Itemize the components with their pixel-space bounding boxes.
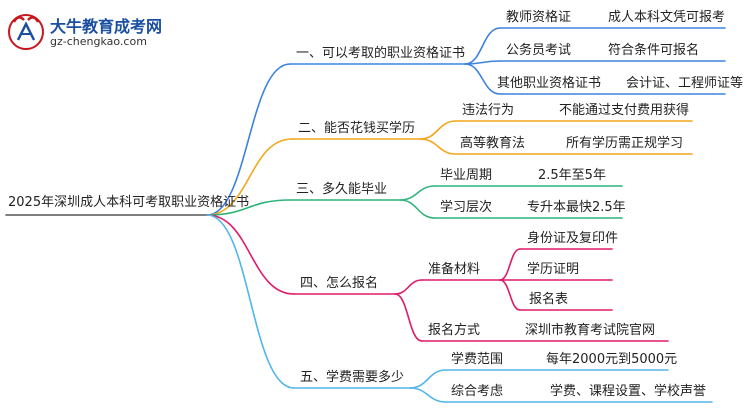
branch-2-label: 二、能否花钱买学历 — [298, 121, 416, 136]
logo-url: gz-chengkao.com — [50, 35, 147, 48]
branch-4-item-1-detail-3-connector — [499, 279, 521, 311]
branch-5-connector — [206, 214, 295, 389]
branch-4-item-1: 准备材料 — [428, 262, 481, 277]
branch-4-item-1-detail-1: 身份证及复印件 — [527, 231, 619, 246]
branch-4-connector — [206, 214, 295, 295]
bull-logo-icon — [8, 14, 44, 50]
branch-1-item-3-detail: 会计证、工程师证等 — [626, 76, 744, 91]
branch-1-item-2: 公务员考试 — [506, 43, 572, 58]
branch-2-item-2-connector — [419, 138, 457, 155]
branch-1-item-1-detail: 成人本科文凭可报考 — [608, 10, 726, 25]
root-topic: 2025年深圳成人本科可考取职业资格证书 — [8, 195, 250, 210]
branch-5-item-2: 综合考虑 — [451, 384, 504, 399]
branch-2-item-1-detail: 不能通过支付费用获得 — [559, 103, 690, 118]
branch-3-connector — [206, 199, 291, 216]
branch-2-connector — [206, 138, 293, 216]
branch-2-item-2: 高等教育法 — [460, 136, 526, 151]
branch-5-item-2-connector — [409, 387, 447, 403]
branch-1-item-3-connector — [464, 63, 501, 95]
logo-title: 大牛教育成考网 — [50, 17, 163, 36]
branch-1-item-2-detail: 符合条件可报名 — [608, 43, 700, 58]
branch-5-item-1: 学费范围 — [451, 352, 504, 367]
branch-3-item-1-detail: 2.5年至5年 — [538, 168, 606, 183]
branch-5-label: 五、学费需要多少 — [300, 370, 405, 385]
branch-4-item-2: 报名方式 — [428, 323, 481, 338]
site-logo: 大牛教育成考网 gz-chengkao.com — [6, 10, 216, 56]
branch-4-item-1-connector — [394, 279, 423, 295]
branch-3-item-1: 毕业周期 — [440, 168, 493, 183]
branch-4-item-2-connector — [394, 293, 423, 342]
branch-1-item-1-connector — [464, 27, 501, 65]
branch-2-item-1-connector — [419, 120, 457, 140]
branch-4-item-1-detail-2: 学历证明 — [527, 262, 580, 277]
branch-4-item-1-detail-1-connector — [499, 248, 521, 281]
branch-4-label: 四、怎么报名 — [300, 276, 379, 291]
branch-3-item-2-connector — [399, 199, 436, 219]
branch-3-label: 三、多久能毕业 — [296, 182, 388, 197]
branch-5-item-1-connector — [409, 369, 447, 389]
branch-2-item-2-detail: 所有学历需正规学习 — [566, 136, 684, 151]
branch-3-item-2-detail: 专升本最快2.5年 — [527, 200, 626, 215]
branch-5-item-2-detail: 学费、课程设置、学校声誉 — [550, 384, 707, 399]
branch-1-item-1: 教师资格证 — [506, 10, 572, 25]
branch-4-item-1-detail-3: 报名表 — [529, 292, 569, 307]
branch-1-item-3: 其他职业资格证书 — [497, 76, 602, 91]
branch-3-item-1-connector — [399, 185, 436, 201]
branch-2-item-1: 违法行为 — [462, 103, 515, 118]
branch-4-item-2-detail: 深圳市教育考试院官网 — [525, 323, 656, 338]
branch-1-label: 一、可以考取的职业资格证书 — [296, 46, 466, 61]
branch-5-item-1-detail: 每年2000元到5000元 — [546, 352, 678, 367]
branch-3-item-2: 学习层次 — [440, 200, 493, 215]
branch-1-connector — [206, 63, 291, 216]
